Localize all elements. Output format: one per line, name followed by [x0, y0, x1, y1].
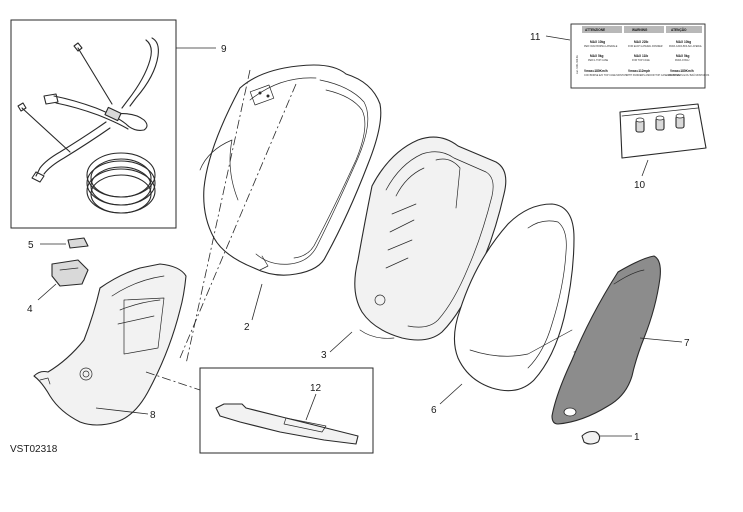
label-max-main-pt: MAX 10kg — [676, 40, 691, 44]
callout-4: 4 — [27, 304, 33, 315]
pannier-lid — [453, 203, 587, 392]
label-header-en: WARNING — [632, 28, 648, 32]
label-max-main-it: MAX 10kg — [590, 40, 605, 44]
lock-cylinder-icon — [635, 113, 685, 133]
inner-liner — [33, 263, 187, 426]
label-max-top-en: MAX 11lb — [634, 54, 648, 58]
callout-7: 7 — [684, 338, 690, 349]
mount-bracket — [51, 259, 89, 287]
lock-plate — [619, 103, 707, 159]
label-speed-sub-it: CON BORSE E/O TOP CASE MONTATI — [584, 74, 627, 77]
callout-8: 8 — [150, 410, 156, 421]
warning-label: cod. 4301.460.3A ATTENZIONE WARNING ATEN… — [570, 23, 710, 89]
label-top-sub-en: FOR TOP CASE — [632, 59, 650, 62]
rubber-plug — [581, 430, 601, 445]
label-main-sub-it: PER OGNI BORSA LATERALE — [584, 45, 618, 48]
side-cover-panel — [551, 255, 661, 425]
label-max-top-it: MAX 5kg — [590, 54, 604, 58]
callout-12: 12 — [310, 383, 322, 394]
label-speed-sub-en: WITH PANNIERS AND/OR TOP CASE MOUNTED — [626, 74, 680, 77]
label-code: cod. 4301.460.3A — [576, 55, 579, 74]
label-top-sub-pt: PARA O BAÚ — [675, 59, 690, 62]
callout-10: 10 — [634, 180, 646, 191]
callout-2: 2 — [244, 322, 250, 333]
pannier-outer-frame — [199, 64, 382, 276]
label-max-main-en: MAX 22lb — [634, 40, 648, 44]
callout-11: 11 — [530, 32, 541, 43]
drawing-code: VST02318 — [10, 444, 58, 455]
label-main-sub-pt: PARA CADA BOLSA LATERAL — [669, 45, 703, 48]
small-clip — [67, 237, 89, 249]
label-speed-it: Vmax=180Km/h — [584, 69, 608, 73]
callout-1: 1 — [634, 432, 640, 443]
label-header-it: ATTENZIONE — [585, 28, 605, 32]
callout-3: 3 — [321, 350, 327, 361]
callout-6: 6 — [431, 405, 437, 416]
label-header-pt: ATENÇÃO — [671, 27, 687, 32]
label-top-sub-it: PER IL TOP CASE — [588, 59, 609, 62]
strap-inset — [199, 367, 374, 454]
label-speed-en: Vmax=112mph — [628, 69, 650, 73]
callout-5: 5 — [28, 240, 34, 251]
label-speed-sub-pt: COM BOLSAS E/OU BAÚ MONTADOS — [667, 74, 710, 77]
label-speed-pt: Vmax=180Km/h — [670, 69, 694, 73]
label-max-top-pt: MAX 5kg — [676, 54, 690, 58]
label-main-sub-en: FOR EACH LATERAL PANNIER — [628, 45, 663, 48]
callout-9: 9 — [221, 44, 227, 55]
cable-kit-inset — [10, 19, 177, 229]
